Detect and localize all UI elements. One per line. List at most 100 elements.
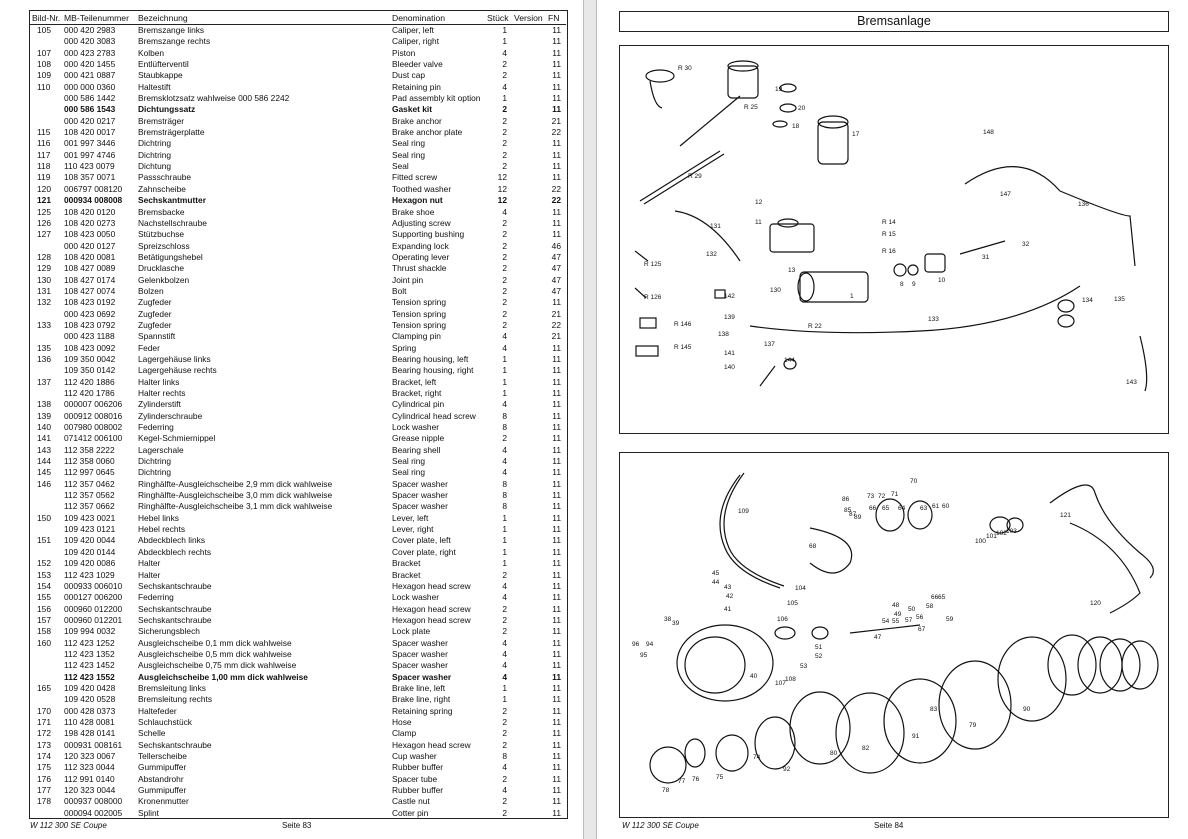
cell-num: 000 420 0127: [64, 240, 116, 251]
callout-label: 89: [854, 514, 862, 521]
cell-num: 108 423 0050: [64, 229, 116, 240]
cell-bez: Bremsleitung rechts: [138, 694, 213, 705]
callout-label: 38: [664, 616, 672, 623]
cell-pos: 133: [37, 319, 51, 330]
cell-bez: Dichtring: [138, 149, 172, 160]
cell-num: 120 323 0067: [64, 751, 116, 761]
callout-label: 148: [983, 129, 994, 136]
cell-fn: 11: [552, 353, 561, 364]
callout-label: R 15: [882, 231, 896, 238]
cell-pos: 121: [37, 195, 51, 206]
cell-den: Spacer tube: [392, 773, 438, 784]
cell-qty: 4: [502, 785, 507, 796]
cell-den: Adjusting screw: [392, 217, 451, 228]
cell-den: Spacer washer: [392, 501, 448, 512]
cell-num: 000 586 1543: [64, 104, 116, 115]
cell-pos: 177: [37, 785, 51, 796]
cell-qty: 2: [502, 263, 507, 274]
cell-den: Bracket: [392, 558, 421, 569]
header-rule: [29, 24, 566, 25]
callout-label: R 22: [808, 323, 822, 330]
cell-pos: 115: [37, 127, 51, 138]
cell-qty: 2: [502, 217, 507, 228]
cell-num: 112 357 0562: [64, 490, 115, 501]
callout-label: 54: [882, 618, 890, 625]
cell-num: 112 420 1886: [64, 376, 115, 387]
cell-fn: 11: [552, 138, 561, 149]
cell-num: 109 420 0086: [64, 558, 116, 569]
cell-num: 110 423 0079: [64, 161, 115, 172]
cell-fn: 11: [552, 558, 561, 569]
cell-bez: Dichtring: [138, 138, 172, 149]
cell-num: 000 420 2983: [64, 25, 116, 35]
callout-label: 66: [869, 505, 877, 512]
callout-label: 39: [672, 620, 680, 627]
callout-label: 17: [852, 131, 860, 138]
cell-qty: 8: [502, 410, 507, 421]
cell-den: Hexagon head screw: [392, 580, 471, 591]
cell-den: Spring: [392, 342, 417, 353]
cell-qty: 2: [502, 705, 507, 716]
cell-pos: 157: [37, 614, 51, 625]
callout-label: 70: [910, 478, 918, 485]
cell-qty: 2: [502, 149, 507, 160]
cell-den: Bracket: [392, 569, 421, 580]
callout-label: 92: [783, 766, 791, 773]
cell-num: 108 420 0120: [64, 206, 116, 217]
left-page: Bild-Nr. MB-Teilenummer Bezeichnung Deno…: [0, 0, 580, 839]
cell-pos: 152: [37, 558, 51, 569]
cell-qty: 1: [502, 694, 507, 705]
cell-num: 000931 008161: [64, 739, 123, 750]
callout-label: 139: [724, 314, 735, 321]
cell-fn: 11: [552, 297, 561, 308]
callout-label: 31: [982, 254, 990, 261]
callout-label: R 146: [674, 321, 692, 328]
cell-pos: 132: [37, 297, 51, 308]
cell-qty: 1: [502, 524, 507, 535]
cell-den: Spacer washer: [392, 478, 448, 489]
cell-pos: 145: [37, 467, 51, 478]
cell-fn: 11: [552, 535, 561, 546]
cell-pos: 175: [37, 762, 51, 773]
cell-bez: Entlüfterventil: [138, 59, 189, 70]
cell-pos: 178: [37, 796, 51, 807]
cell-qty: 4: [502, 580, 507, 591]
callout-label: 53: [800, 663, 808, 670]
cell-fn: 11: [552, 592, 561, 603]
callout-label: 130: [770, 287, 781, 294]
cell-fn: 22: [551, 127, 561, 138]
cell-num: 112 358 0060: [64, 456, 115, 467]
cell-qty: 2: [502, 433, 507, 444]
cell-fn: 11: [552, 524, 561, 535]
cell-pos: 143: [37, 444, 51, 455]
cell-fn: 11: [552, 671, 561, 682]
cell-num: 112 423 1029: [64, 569, 115, 580]
cell-fn: 11: [552, 376, 561, 387]
cell-fn: 11: [552, 660, 561, 671]
cell-num: 112 357 0662: [64, 501, 115, 512]
cell-bez: Gummipuffer: [138, 762, 187, 773]
cell-qty: 1: [502, 36, 507, 47]
cell-den: Hexagon head screw: [392, 603, 471, 614]
cell-fn: 11: [552, 467, 561, 478]
cell-pos: 117: [37, 149, 51, 160]
right-page: Bremsanlage: [598, 0, 1188, 839]
callout-label: 141: [724, 350, 735, 357]
callout-label: 8: [900, 281, 904, 288]
cell-fn: 22: [551, 319, 561, 330]
